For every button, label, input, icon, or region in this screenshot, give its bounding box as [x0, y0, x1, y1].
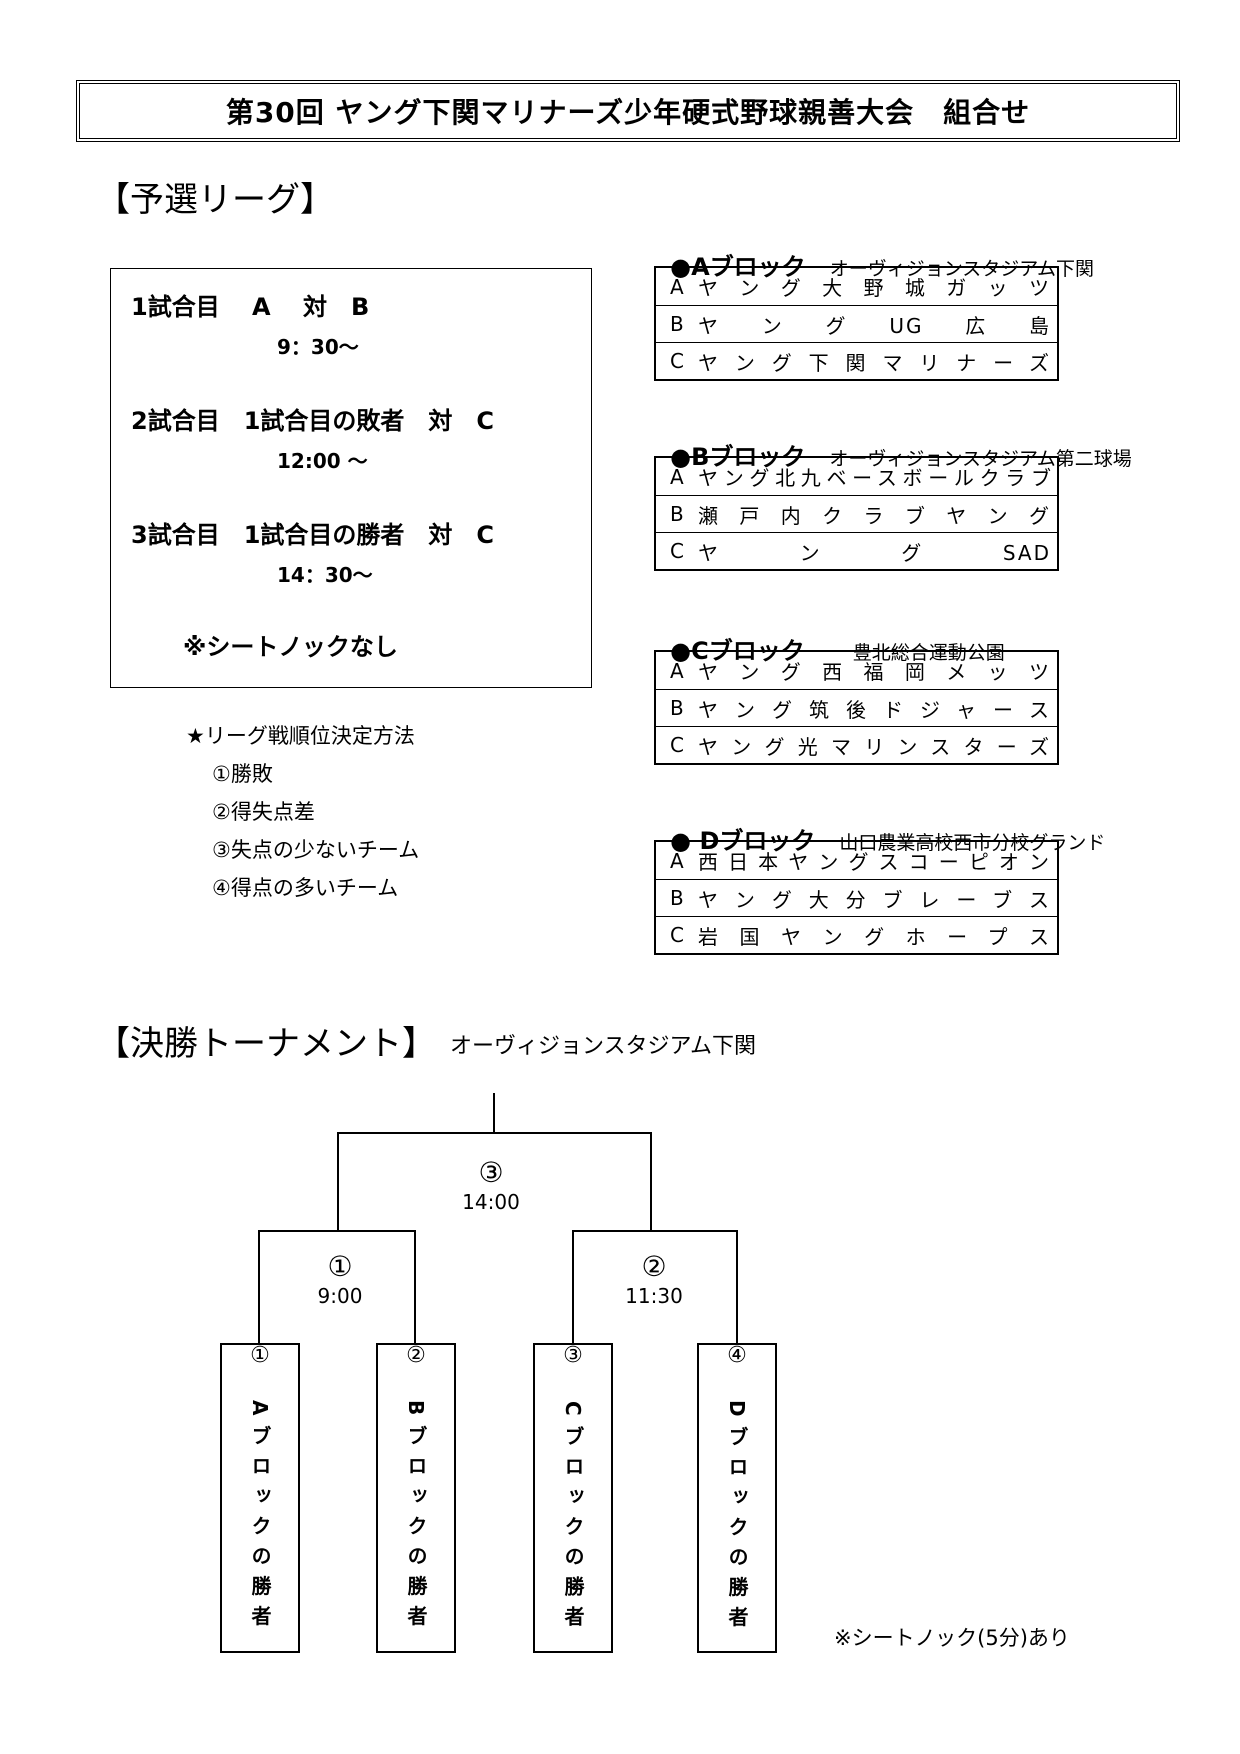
- page-title: 第30回 ヤング下関マリナーズ少年硬式野球親善大会 組合せ: [76, 80, 1180, 142]
- team-row: C ヤング光マリンスターズ: [656, 726, 1057, 763]
- team-row: B ヤング筑後ドジャース: [656, 689, 1057, 726]
- team-row: B 瀬戸内クラブヤング: [656, 495, 1057, 532]
- bracket-line: [650, 1132, 652, 1231]
- bracket-line: [258, 1230, 260, 1344]
- team-name: 西日本ヤングスコーピオン: [698, 850, 1051, 874]
- slot-text: Cブロックの勝者: [561, 1400, 585, 1636]
- seat-knock-note: ※シートノックなし: [183, 633, 398, 661]
- final-heading: 【決勝トーナメント】: [96, 1024, 436, 1064]
- team-row: C ヤングSAD: [656, 532, 1057, 569]
- match-number: ③: [478, 1156, 504, 1189]
- team-row: A 西日本ヤングスコーピオン: [656, 842, 1057, 879]
- team-letter: C: [670, 349, 684, 373]
- match-number: ①: [327, 1250, 353, 1283]
- bracket-line: [736, 1230, 738, 1344]
- team-letter: C: [670, 539, 684, 563]
- bracket-line: [493, 1093, 495, 1133]
- slot-c-winner: ③ Cブロックの勝者: [533, 1343, 613, 1653]
- match-2-label: ② 11:30: [604, 1250, 704, 1308]
- team-letter: A: [670, 274, 684, 299]
- team-row: C 岩国ヤングホープス: [656, 916, 1057, 953]
- team-name: ヤング北九ベースボールクラブ: [698, 466, 1051, 490]
- team-row: A ヤング大野城ガッツ: [656, 268, 1057, 305]
- block-venue: オーヴィジョンスタジアム第二球場: [829, 448, 1132, 470]
- slot-b-winner: ② Bブロックの勝者: [376, 1343, 456, 1653]
- team-letter: A: [670, 464, 684, 489]
- ranking-title: ★リーグ戦順位決定方法: [186, 724, 415, 748]
- block-c-table: A ヤング西福岡メッツ B ヤング筑後ドジャース C ヤング光マリンスターズ: [654, 650, 1059, 765]
- team-letter: B: [670, 312, 684, 336]
- team-row: A ヤング北九ベースボールクラブ: [656, 458, 1057, 495]
- slot-number: ③: [563, 1343, 583, 1368]
- slot-text: Dブロックの勝者: [725, 1399, 749, 1637]
- team-name: ヤング光マリンスターズ: [698, 734, 1051, 759]
- block-venue: 豊北総合運動公園: [852, 642, 1005, 664]
- team-letter: C: [670, 923, 684, 947]
- team-letter: A: [670, 848, 684, 873]
- bracket-line: [572, 1230, 574, 1344]
- team-name: 瀬戸内クラブヤング: [698, 503, 1051, 528]
- final-note: ※シートノック(5分)あり: [834, 1626, 1070, 1650]
- ranking-item: ③失点の少ないチーム: [212, 838, 420, 862]
- team-letter: A: [670, 658, 684, 683]
- game-1-time: 9：30〜: [277, 335, 359, 359]
- bracket-line: [572, 1230, 738, 1232]
- game-2-time: 12:00 〜: [277, 449, 368, 473]
- team-name: ヤング大分ブレーブス: [698, 887, 1051, 912]
- team-name: 岩国ヤングホープス: [698, 924, 1051, 949]
- team-name: ヤングUG広島: [698, 313, 1051, 338]
- team-letter: C: [670, 733, 684, 757]
- prelim-schedule-box: 1試合目 A 対 B 9：30〜 2試合目 1試合目の敗者 対 C 12:00 …: [110, 268, 592, 688]
- block-venue: オーヴィジョンスタジアム下関: [829, 258, 1094, 280]
- match-3-label: ③ 14:00: [441, 1156, 541, 1214]
- slot-number: ②: [406, 1343, 426, 1368]
- slot-number: ①: [250, 1343, 270, 1368]
- team-name: ヤング筑後ドジャース: [698, 697, 1051, 722]
- slot-a-winner: ① Aブロックの勝者: [220, 1343, 300, 1653]
- match-number: ②: [641, 1250, 667, 1283]
- block-venue: 山口農業高校西市分校グランド: [839, 832, 1106, 854]
- game-3-line: 3試合目 1試合目の勝者 対 C: [131, 521, 495, 549]
- team-name: ヤング下関マリナーズ: [698, 350, 1051, 375]
- team-letter: B: [670, 696, 684, 720]
- team-name: ヤングSAD: [698, 540, 1051, 565]
- bracket-line: [258, 1230, 416, 1232]
- team-row: B ヤングUG広島: [656, 305, 1057, 342]
- match-time: 11:30: [625, 1284, 683, 1308]
- bracket-line: [337, 1132, 652, 1134]
- ranking-item: ①勝敗: [212, 762, 273, 786]
- prelim-heading: 【予選リーグ】: [96, 180, 334, 220]
- match-time: 9:00: [317, 1284, 363, 1308]
- team-row: C ヤング下関マリナーズ: [656, 342, 1057, 379]
- slot-d-winner: ④ Dブロックの勝者: [697, 1343, 777, 1653]
- match-time: 14:00: [462, 1190, 520, 1214]
- block-b-table: A ヤング北九ベースボールクラブ B 瀬戸内クラブヤング C ヤングSAD: [654, 456, 1059, 571]
- team-letter: B: [670, 886, 684, 910]
- ranking-item: ④得点の多いチーム: [212, 876, 399, 900]
- ranking-item: ②得失点差: [212, 800, 315, 824]
- bracket-line: [414, 1230, 416, 1344]
- game-2-line: 2試合目 1試合目の敗者 対 C: [131, 407, 495, 435]
- slot-text: Aブロックの勝者: [248, 1400, 272, 1636]
- match-1-label: ① 9:00: [290, 1250, 390, 1308]
- slot-text: Bブロックの勝者: [404, 1400, 428, 1636]
- final-venue: オーヴィジョンスタジアム下関: [450, 1034, 757, 1059]
- bracket-line: [337, 1132, 339, 1231]
- slot-number: ④: [727, 1343, 747, 1368]
- team-row: A ヤング西福岡メッツ: [656, 652, 1057, 689]
- block-a-table: A ヤング大野城ガッツ B ヤングUG広島 C ヤング下関マリナーズ: [654, 266, 1059, 381]
- game-3-time: 14：30〜: [277, 563, 373, 587]
- game-1-line: 1試合目 A 対 B: [131, 293, 370, 321]
- team-name: ヤング大野城ガッツ: [698, 276, 1051, 300]
- team-letter: B: [670, 502, 684, 526]
- team-row: B ヤング大分ブレーブス: [656, 879, 1057, 916]
- block-d-table: A 西日本ヤングスコーピオン B ヤング大分ブレーブス C 岩国ヤングホープス: [654, 840, 1059, 955]
- team-name: ヤング西福岡メッツ: [698, 660, 1051, 684]
